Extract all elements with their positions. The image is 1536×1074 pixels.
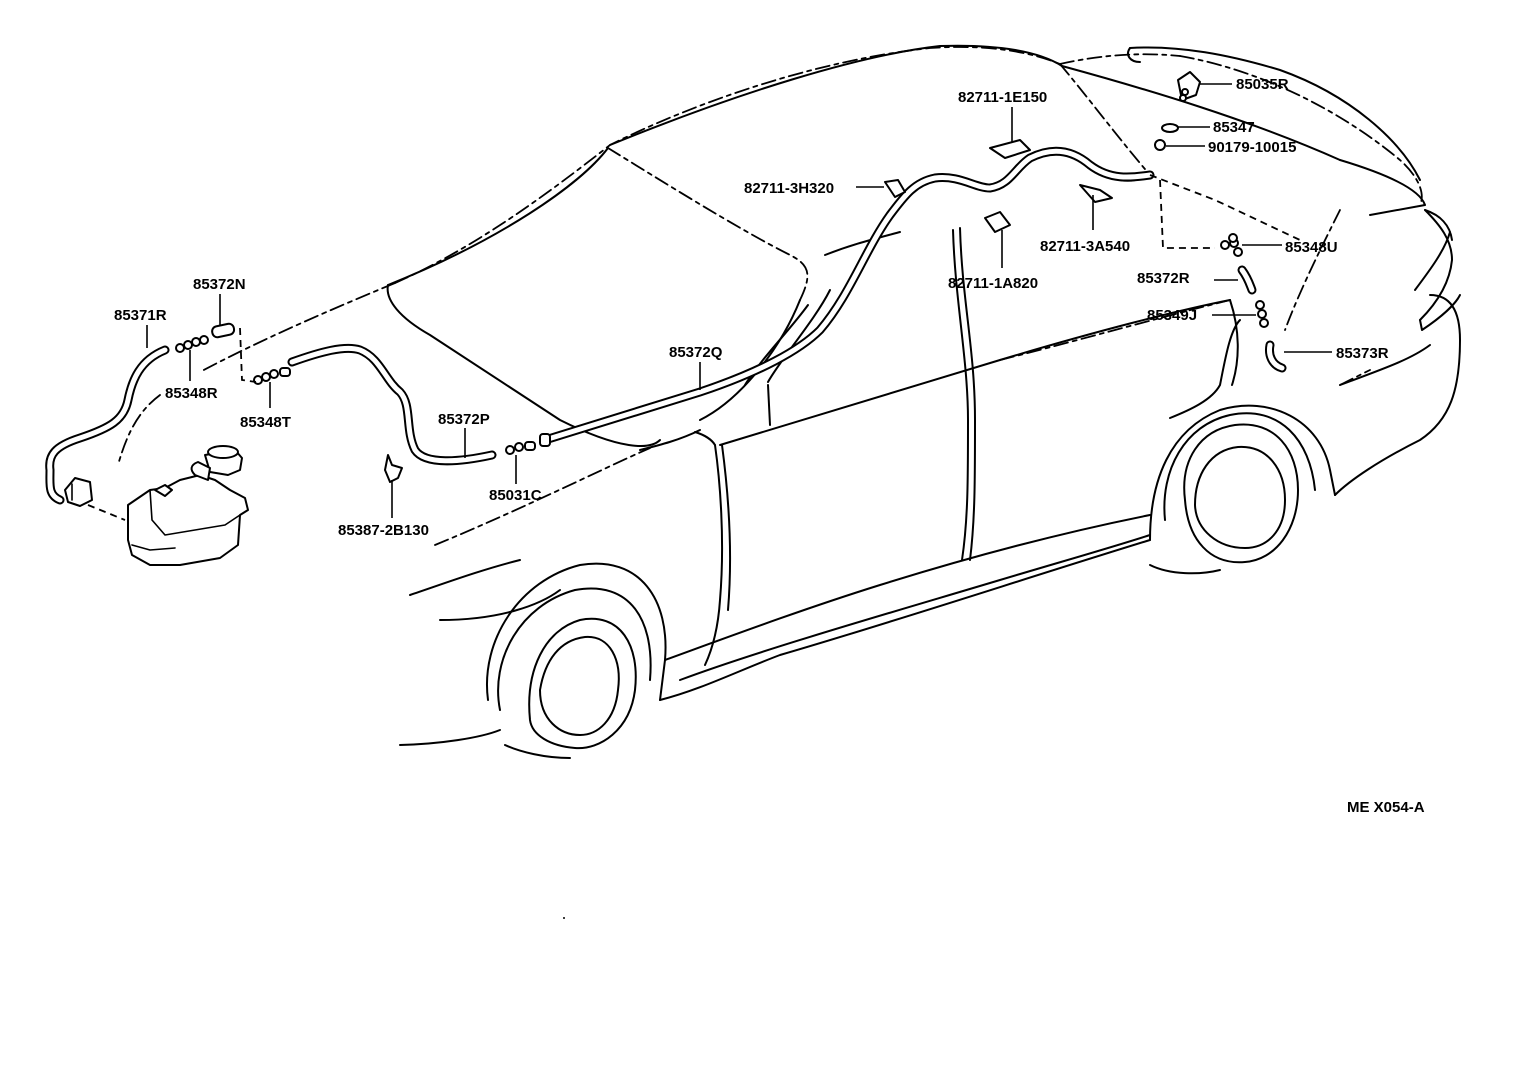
label-85349J: 85349J bbox=[1147, 307, 1197, 324]
label-85348R: 85348R bbox=[165, 385, 218, 402]
label-85372R: 85372R bbox=[1137, 270, 1190, 287]
part-labels: 85035R 85347 90179-10015 85348U 85372R 8… bbox=[114, 76, 1389, 539]
label-85372P: 85372P bbox=[438, 411, 490, 428]
connectors-and-clips bbox=[175, 71, 1269, 483]
label-85348U: 85348U bbox=[1285, 239, 1338, 256]
label-85372Q: 85372Q bbox=[669, 344, 723, 361]
label-82711-3H320: 82711-3H320 bbox=[744, 180, 834, 197]
label-85371R: 85371R bbox=[114, 307, 167, 324]
washer-hose-routing bbox=[45, 146, 1287, 505]
label-82711-3A540: 82711-3A540 bbox=[1040, 238, 1130, 255]
leader-lines bbox=[146, 83, 1332, 518]
diagram-code: ME X054-A bbox=[1347, 799, 1425, 816]
washer-tank-assembly bbox=[64, 445, 249, 566]
label-85348T: 85348T bbox=[240, 414, 291, 431]
label-90179-10015: 90179-10015 bbox=[1208, 139, 1296, 156]
label-85387-2B130: 85387-2B130 bbox=[338, 522, 429, 539]
label-85035R: 85035R bbox=[1236, 76, 1289, 93]
label-82711-1A820: 82711-1A820 bbox=[948, 275, 1038, 292]
label-85372N: 85372N bbox=[193, 276, 246, 293]
speck-dot bbox=[563, 917, 565, 919]
assembly-brackets bbox=[239, 174, 1301, 383]
label-82711-1E150: 82711-1E150 bbox=[958, 89, 1047, 106]
label-85373R: 85373R bbox=[1336, 345, 1389, 362]
label-85031C: 85031C bbox=[489, 487, 542, 504]
label-85347: 85347 bbox=[1213, 119, 1255, 136]
car-body-outline bbox=[117, 44, 1461, 759]
